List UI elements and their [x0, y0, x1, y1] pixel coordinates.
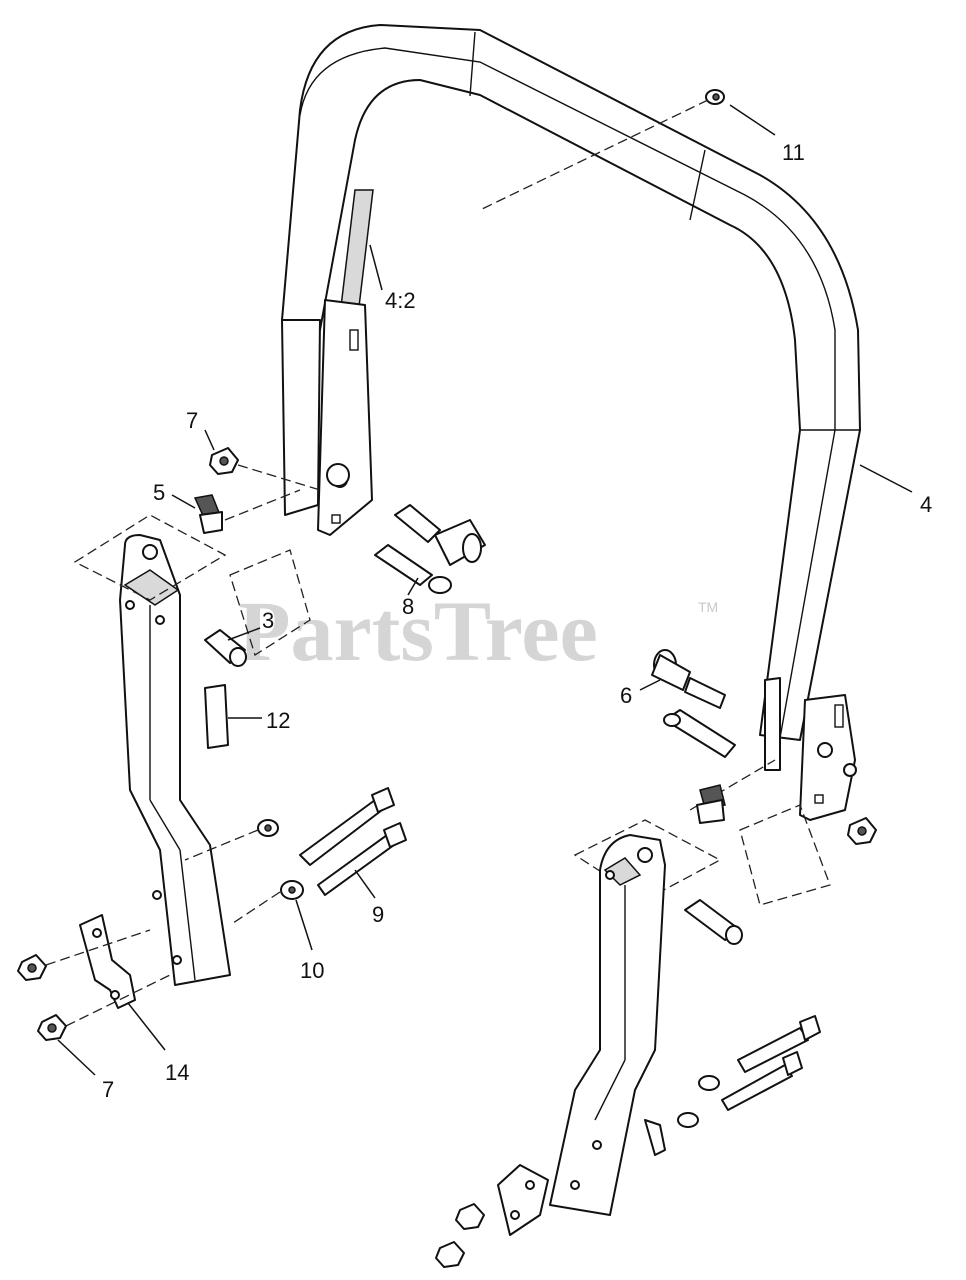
callout-4: 4 [920, 492, 932, 517]
callout-12: 12 [266, 708, 290, 733]
washer-11[interactable] [705, 89, 725, 105]
callout-14: 14 [165, 1060, 189, 1085]
callout-7-top: 7 [186, 408, 198, 433]
right-flange-nut[interactable] [847, 817, 877, 845]
right-spacer[interactable] [684, 899, 743, 945]
watermark: PartsTree TM [238, 583, 718, 679]
backing-plate-14[interactable] [79, 914, 136, 1009]
quick-release-pin-6[interactable] [651, 649, 726, 709]
left-lower-upright[interactable] [119, 534, 231, 986]
bolt-9[interactable] [299, 787, 407, 896]
washer-10[interactable] [257, 819, 304, 900]
callout-6: 6 [620, 683, 632, 708]
callout-5: 5 [153, 480, 165, 505]
spacer-3[interactable] [204, 629, 247, 667]
callouts: 11 4:2 4 7 5 8 3 6 12 9 10 14 7 [102, 140, 932, 1102]
right-bolt[interactable] [663, 709, 736, 758]
flange-nut-7-bottom[interactable] [37, 1014, 67, 1041]
flange-nut-left[interactable] [17, 954, 47, 981]
callout-4-2: 4:2 [385, 288, 416, 313]
callout-7-bottom: 7 [102, 1077, 114, 1102]
leader-lines [57, 104, 913, 1076]
right-plate[interactable] [497, 1164, 549, 1236]
watermark-text: PartsTree [238, 583, 598, 679]
latch-clip-5[interactable] [193, 494, 223, 534]
callout-10: 10 [300, 958, 324, 983]
hitch-pin-8[interactable] [374, 504, 486, 594]
callout-11: 11 [782, 140, 805, 165]
right-latch-clip[interactable] [696, 784, 726, 824]
right-lower-nuts[interactable] [435, 1203, 485, 1268]
decal-12[interactable] [204, 684, 229, 749]
rops-hoop[interactable] [281, 24, 861, 821]
right-bolts-lower[interactable] [677, 1015, 821, 1128]
callout-9: 9 [372, 902, 384, 927]
callout-3: 3 [262, 608, 274, 633]
right-lower-upright[interactable] [549, 834, 666, 1216]
watermark-trademark: TM [698, 599, 718, 615]
flange-nut-7-top[interactable] [209, 447, 239, 475]
callout-8: 8 [402, 594, 414, 619]
